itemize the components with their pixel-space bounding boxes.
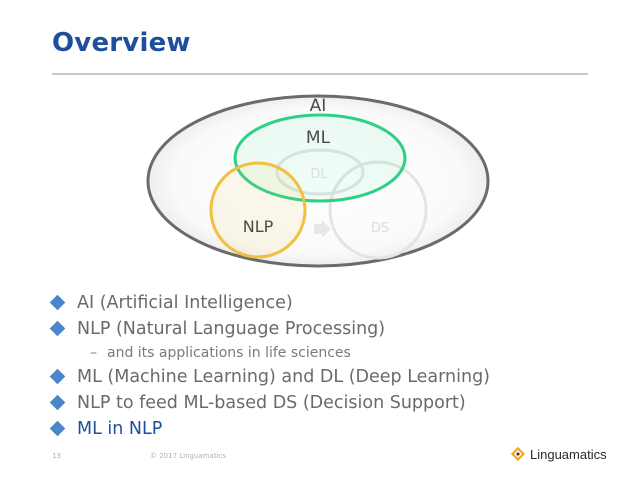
ai-label: AI — [310, 96, 327, 116]
bullet-text: NLP to feed ML-based DS (Decision Suppor… — [77, 393, 466, 413]
dl-ellipse — [275, 148, 365, 196]
bullet-text: ML in NLP — [77, 419, 163, 439]
diamond-bullet-icon — [49, 294, 66, 311]
diamond-bullet-icon — [49, 420, 66, 437]
copyright-text: © 2017 Linguamatics — [150, 452, 227, 460]
dash-bullet-icon: – — [90, 345, 97, 361]
dl-label: DL — [310, 167, 328, 182]
ml-ellipse — [233, 113, 407, 203]
bullet-item: ML (Machine Learning) and DL (Deep Learn… — [48, 364, 608, 390]
sub-bullet-text: and its applications in life sciences — [107, 345, 351, 361]
ds-label: DS — [371, 221, 389, 236]
bullet-text: AI (Artificial Intelligence) — [77, 293, 293, 313]
venn-diagram: AI ML DL NLP DS — [146, 94, 490, 268]
faded-arrow-icon — [314, 220, 331, 238]
ml-label: ML — [306, 128, 331, 148]
logo-text: Linguamatics — [530, 446, 607, 462]
bullet-item: AI (Artificial Intelligence) — [48, 290, 608, 316]
linguamatics-logo-icon — [510, 446, 526, 462]
page-number: 13 — [52, 452, 61, 460]
bullet-item: NLP to feed ML-based DS (Decision Suppor… — [48, 390, 608, 416]
bullet-text: NLP (Natural Language Processing) — [77, 319, 386, 339]
title-divider — [52, 73, 588, 75]
slide-title: Overview — [52, 28, 191, 58]
bullet-list: AI (Artificial Intelligence) NLP (Natura… — [48, 290, 608, 442]
bullet-text: ML (Machine Learning) and DL (Deep Learn… — [77, 367, 491, 387]
ai-ellipse — [146, 94, 490, 268]
ds-circle — [328, 160, 428, 260]
diamond-bullet-icon — [49, 368, 66, 385]
sub-bullet-item: –and its applications in life sciences — [48, 342, 608, 364]
nlp-circle — [209, 161, 307, 259]
diamond-bullet-icon — [49, 320, 66, 337]
bullet-item: NLP (Natural Language Processing) — [48, 316, 608, 342]
diamond-bullet-icon — [49, 394, 66, 411]
bullet-item-active: ML in NLP — [48, 416, 608, 442]
linguamatics-logo: Linguamatics — [510, 446, 607, 462]
nlp-label: NLP — [243, 217, 274, 236]
